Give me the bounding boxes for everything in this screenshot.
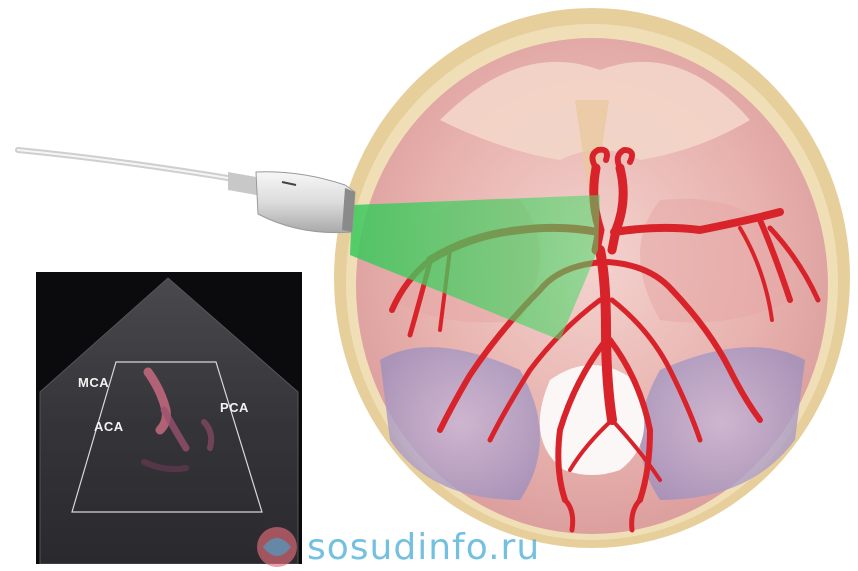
watermark-logo-icon: [255, 525, 301, 569]
ultrasound-probe: [18, 150, 355, 233]
label-aca: ACA: [94, 419, 124, 434]
watermark: sosudinfo.ru: [255, 525, 540, 569]
watermark-text: sosudinfo.ru: [307, 527, 540, 568]
ultrasound-sector: [36, 272, 302, 564]
label-mca: MCA: [78, 375, 109, 390]
ultrasound-image-panel: MCA ACA PCA: [36, 272, 302, 564]
label-pca: PCA: [220, 400, 249, 415]
